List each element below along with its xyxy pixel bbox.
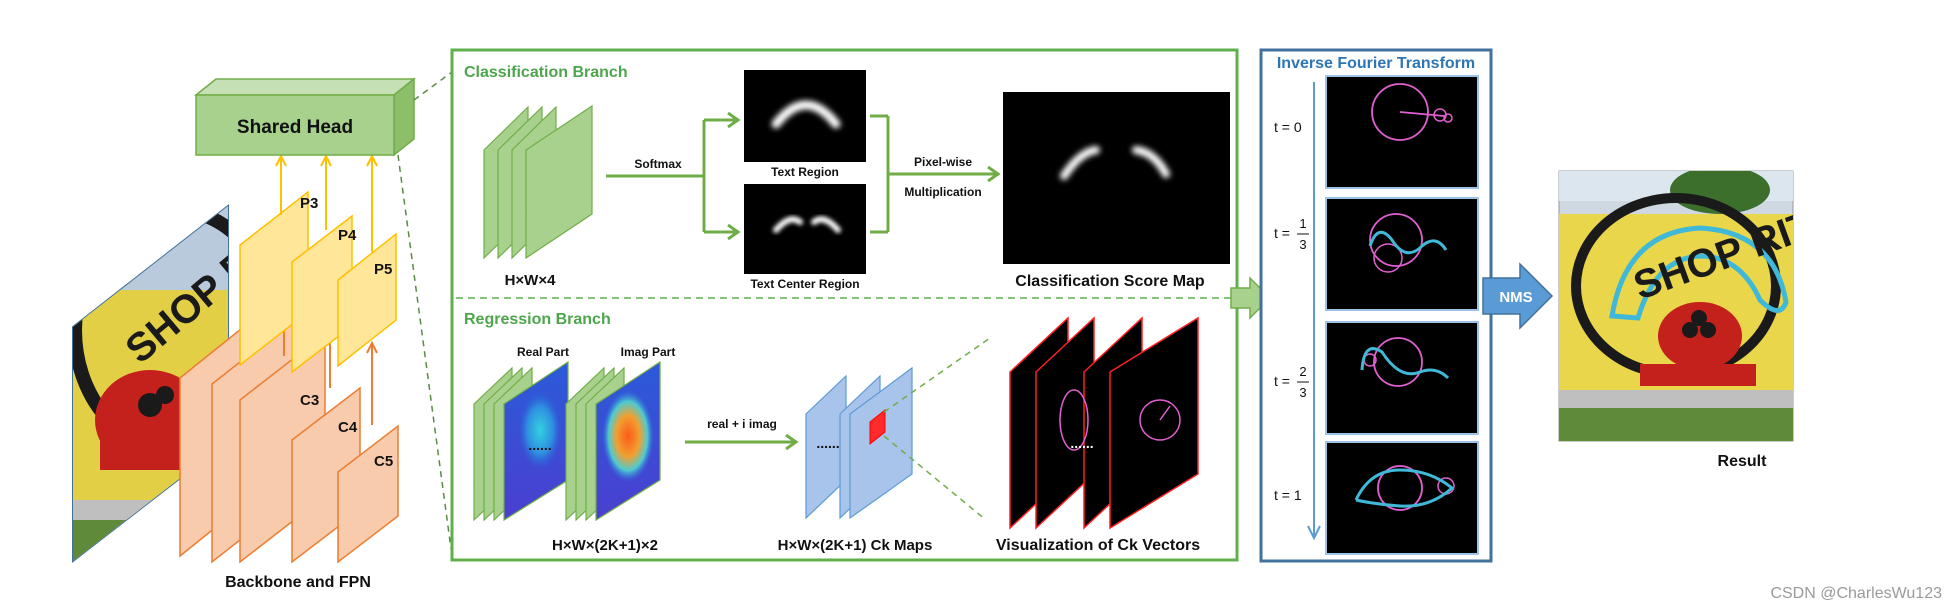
softmax-label: Softmax: [634, 157, 682, 171]
watermark: CSDN @CharlesWu123: [1770, 585, 1942, 602]
real-dots: ......: [528, 437, 551, 453]
complex-op-label: real + i imag: [707, 417, 777, 431]
real-part-stack: [473, 360, 569, 522]
multiplication-arrow: [870, 114, 1001, 234]
fpn-blocks: [239, 190, 397, 374]
shared-head-label: Shared Head: [237, 117, 353, 138]
t-label-1-prefix: t =: [1274, 225, 1290, 241]
label-p4: P4: [338, 227, 357, 244]
score-map-label: Classification Score Map: [1015, 273, 1205, 290]
ift-title: Inverse Fourier Transform: [1277, 55, 1475, 72]
fpn-to-head-arrows: [275, 153, 378, 252]
reg-input-label: H×W×(2K+1)×2: [552, 537, 658, 554]
nms-label: NMS: [1499, 289, 1532, 306]
label-p3: P3: [300, 195, 318, 212]
ck-zoom-lines: [883, 337, 991, 521]
t-label-0: t = 0: [1274, 119, 1302, 135]
softmax-arrow: [606, 111, 741, 241]
classification-score-map: [1003, 92, 1230, 264]
vec-dots: ......: [1070, 435, 1093, 451]
text-region-map: [744, 70, 866, 162]
t-label-2-den: 3: [1299, 385, 1306, 400]
backbone-caption: Backbone and FPN: [225, 574, 371, 591]
head-branch-connectors: [397, 71, 453, 557]
ift-frame-t0: [1325, 75, 1479, 189]
text-center-label: Text Center Region: [750, 277, 859, 291]
backbone-blocks: [179, 298, 399, 564]
cls-input-stack: [483, 104, 593, 260]
t-label-1-den: 3: [1299, 237, 1306, 252]
t-label-1-num: 1: [1299, 216, 1306, 231]
ck-maps-stack: [805, 366, 913, 520]
real-part-label: Real Part: [517, 345, 569, 359]
text-region-label: Text Region: [771, 165, 839, 179]
t-label-3: t = 1: [1274, 487, 1302, 503]
label-p5: P5: [374, 261, 392, 278]
shared-head-box: Shared Head: [193, 77, 417, 157]
label-c3: C3: [300, 392, 319, 409]
ck-maps-label: H×W×(2K+1) Ck Maps: [778, 537, 933, 554]
t-label-2-prefix: t =: [1274, 373, 1290, 389]
label-c5: C5: [374, 453, 393, 470]
ck-dots: ......: [816, 435, 839, 451]
result-image: SHOP RITE: [1558, 170, 1794, 442]
imag-part-stack: [565, 360, 661, 522]
text-center-map: [744, 184, 866, 274]
time-axis-arrow: [1307, 82, 1321, 541]
ck-vectors-label: Visualization of Ck Vectors: [996, 537, 1200, 554]
ck-vectors-visualization: [1009, 316, 1199, 530]
ift-frame-t3: [1325, 441, 1479, 555]
label-c4: C4: [338, 419, 358, 436]
complex-combine-arrow: [685, 433, 799, 451]
nms-arrow: NMS: [1482, 262, 1554, 330]
backbone-labels: C3 C4 C5: [300, 392, 393, 470]
fpn-labels: P3 P4 P5: [300, 195, 392, 278]
multiplication-label: Multiplication: [904, 185, 981, 199]
pixelwise-label: Pixel-wise: [914, 155, 972, 169]
cls-input-label: H×W×4: [505, 272, 557, 289]
imag-part-label: Imag Part: [621, 345, 676, 359]
regression-title: Regression Branch: [464, 311, 611, 328]
result-label: Result: [1718, 453, 1768, 470]
classification-title: Classification Branch: [464, 64, 628, 81]
fpn-block-p5: [337, 232, 397, 368]
backbone-block-c5: [337, 424, 399, 564]
ift-frame-t1: [1325, 197, 1479, 311]
t-label-2-num: 2: [1299, 364, 1306, 379]
ift-frame-t2: [1325, 321, 1479, 435]
